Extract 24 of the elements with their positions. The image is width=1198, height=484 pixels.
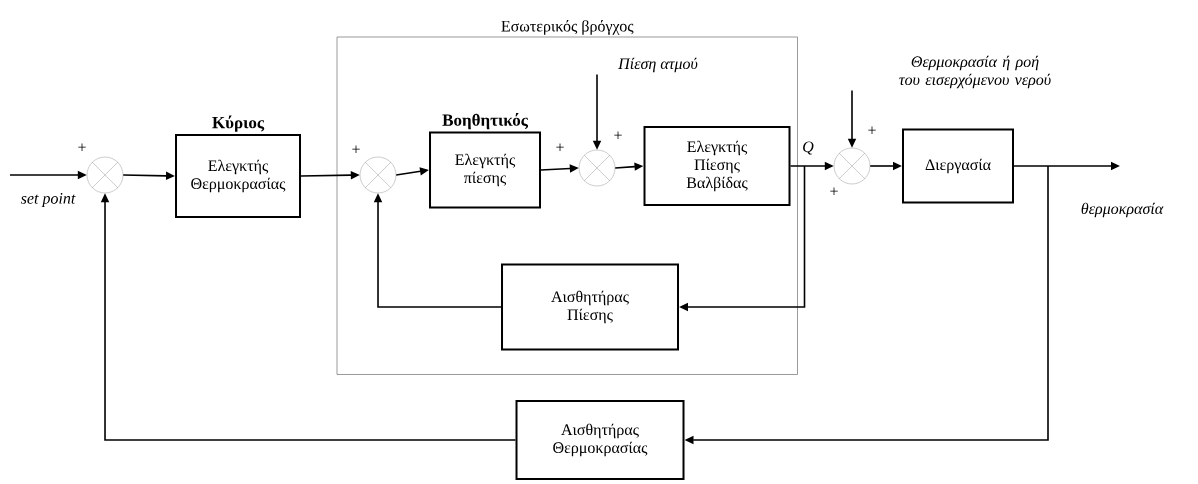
plus-sign: + [830, 187, 838, 195]
plus-sign: + [78, 143, 86, 151]
signal-label: Q [803, 141, 814, 155]
summing-junction [578, 149, 616, 187]
controller-box: Ελεγκτής πίεσης [429, 131, 541, 209]
plus-sign: + [614, 131, 622, 139]
summing-junction [359, 156, 397, 194]
process-box: Αισθητήρας Θερμοκρασίας [515, 400, 685, 480]
summing-junction [833, 147, 871, 185]
process-box: Ελεγκτής Πίεσης Βαλβίδας [643, 126, 791, 206]
process-box: Διεργασία [902, 128, 1014, 204]
process-box: Αισθητήρας Πίεσης [501, 263, 679, 351]
input-text: Πίεση ατμού [618, 57, 698, 73]
signal-label: θερμοκρασία [1081, 202, 1164, 218]
summing-junction [86, 156, 124, 194]
signal-label: set point [20, 193, 76, 207]
loop-heading: Εσωτερικός βρόγχος [501, 20, 634, 35]
plus-sign: + [556, 143, 564, 151]
controller-box: Ελεγκτής Θερμοκρασίας [175, 134, 301, 218]
plus-sign: + [352, 145, 360, 153]
plus-sign: + [868, 126, 876, 134]
input-text: Θερμοκρασία ή ροή του εισερχόμενου νερού [899, 55, 1051, 89]
box-heading: Βοηθητικός [442, 113, 529, 130]
box-heading: Κύριος [212, 115, 265, 132]
